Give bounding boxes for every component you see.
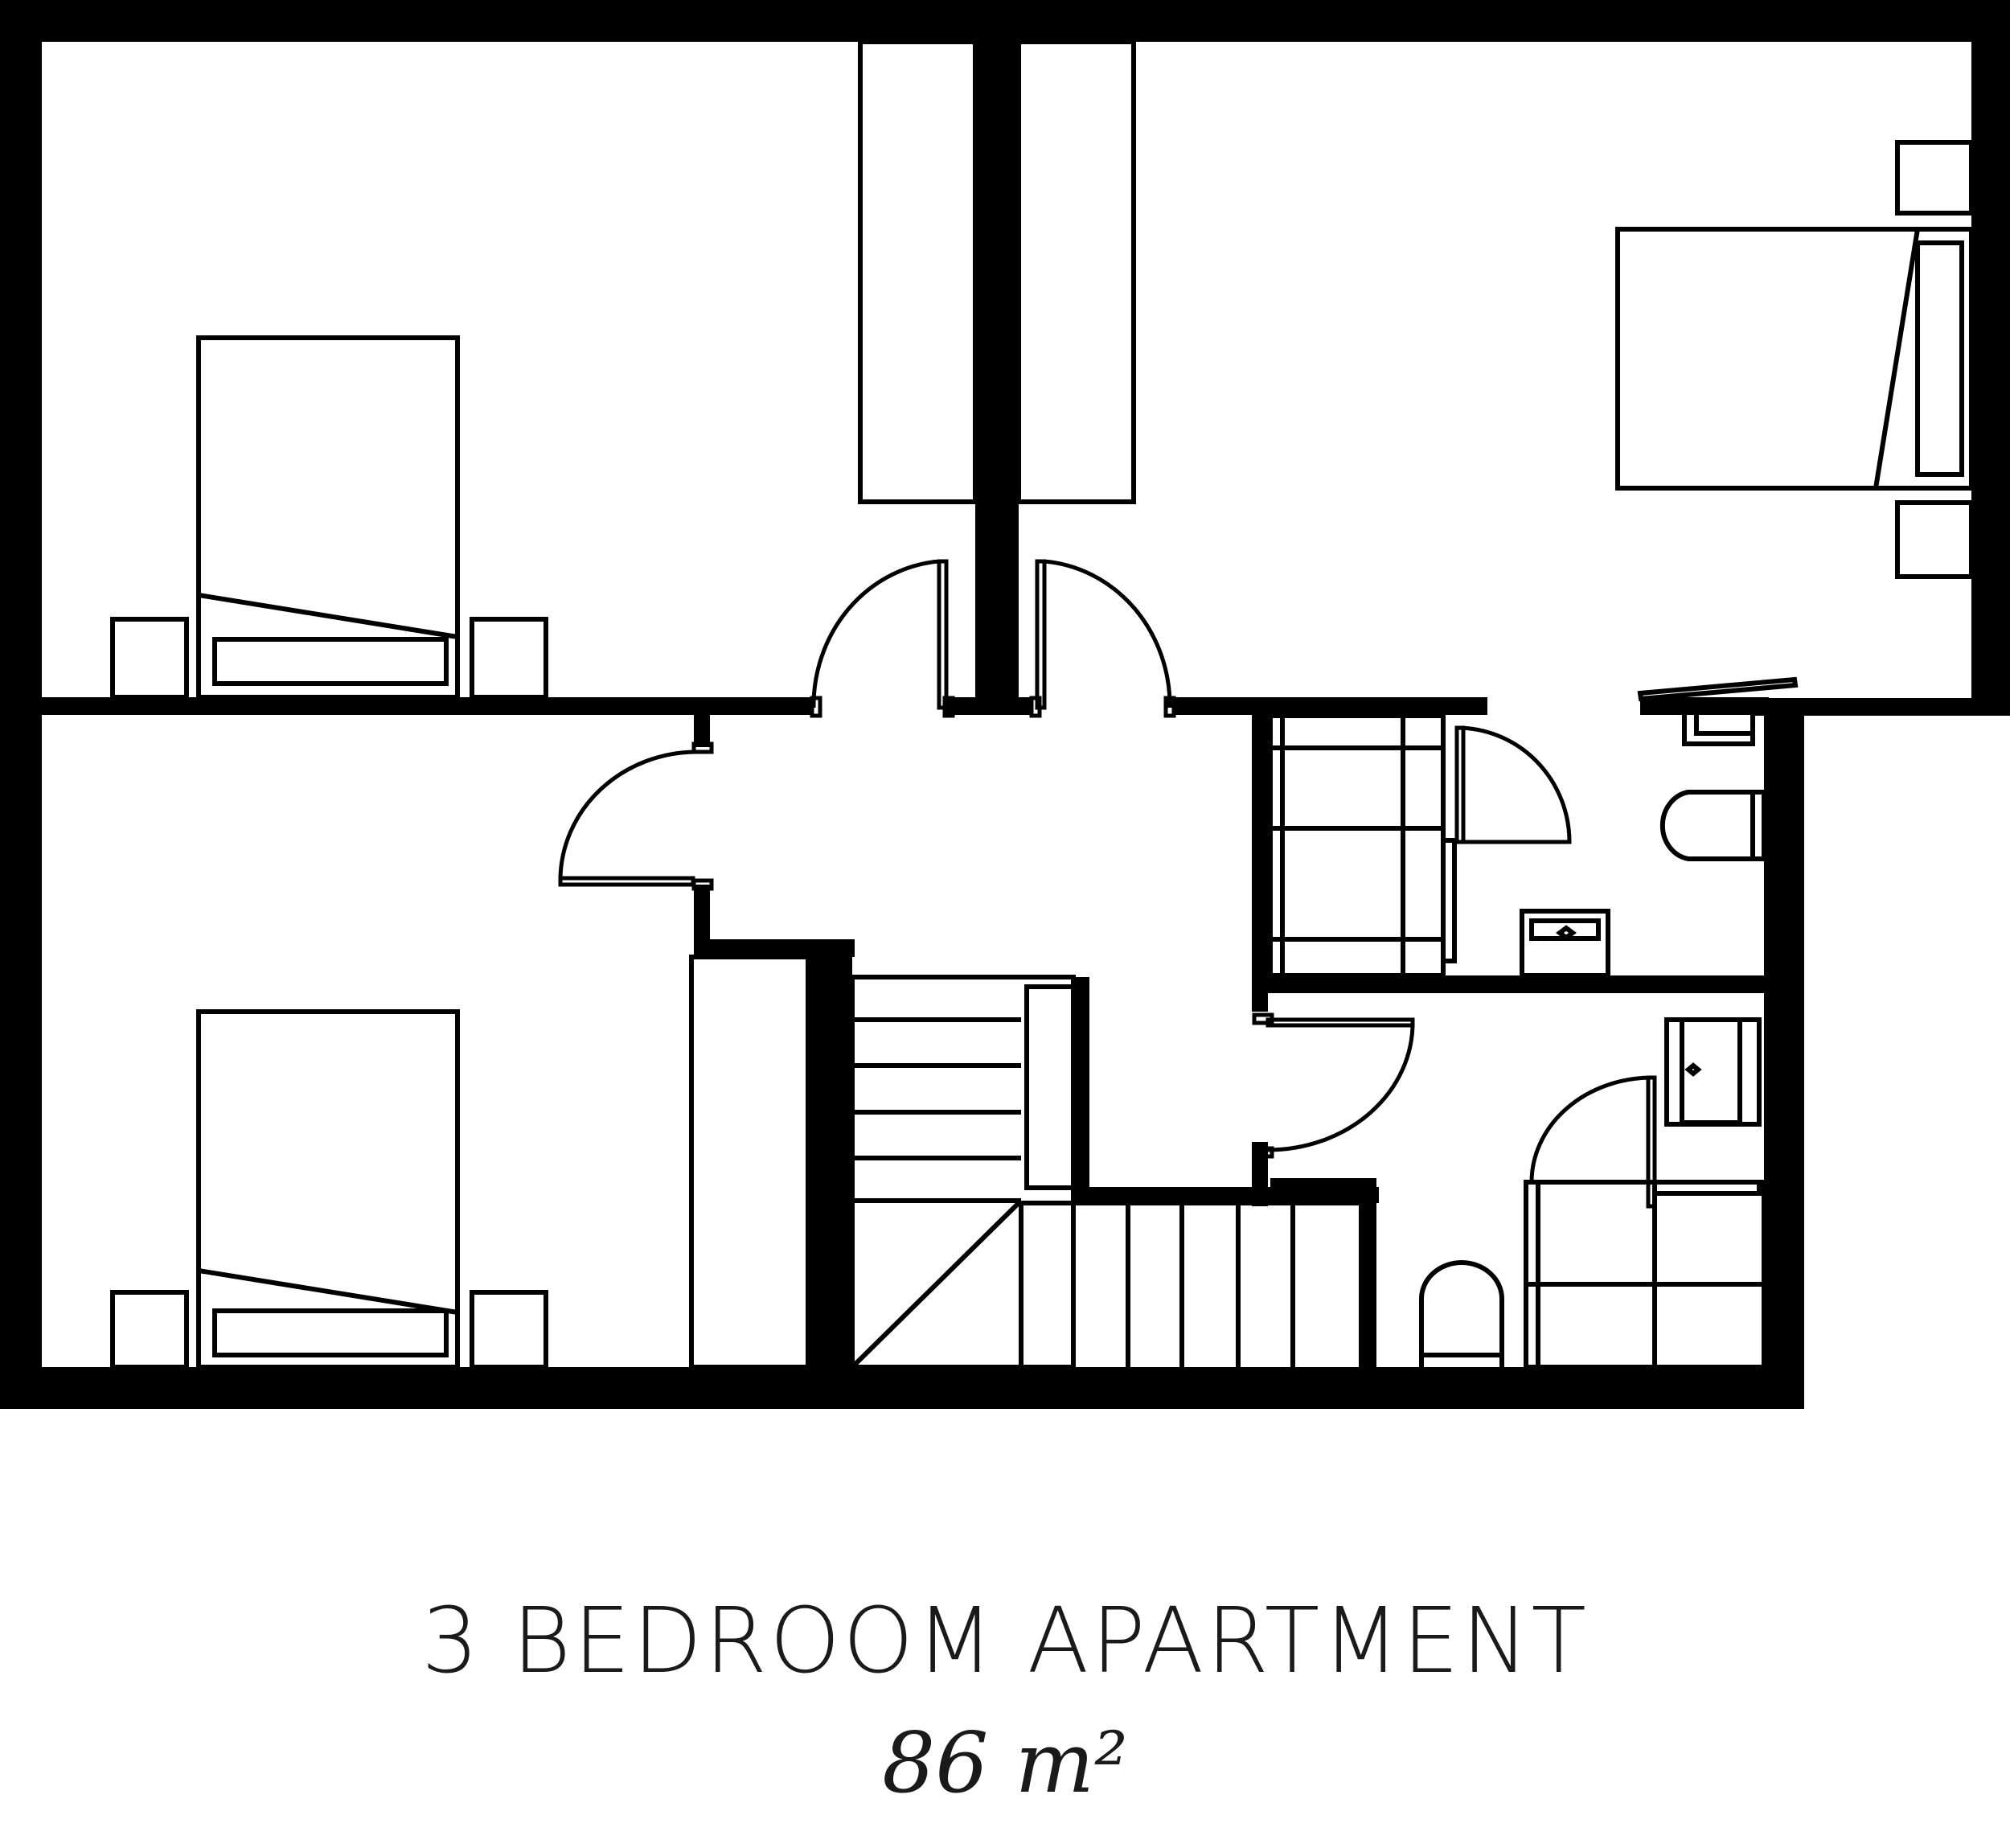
door-jamb <box>691 878 714 891</box>
wall-wc-vertical <box>1359 1178 1376 1383</box>
plan-title: 3 BEDROOM APARTMENT <box>421 1589 1589 1694</box>
outer-wall-bottom <box>0 1367 1804 1409</box>
wall-stair-left <box>808 939 852 1383</box>
staircase <box>850 975 1359 1370</box>
toilet <box>1659 790 1755 861</box>
door-jamb <box>810 696 822 718</box>
wall-corridor-top-right <box>1174 697 1487 715</box>
stair-well <box>850 975 1076 1370</box>
bedroom-top-left <box>110 39 978 700</box>
outer-wall-step <box>1753 698 2010 716</box>
wall-bath-horizontal <box>1268 975 1764 993</box>
bedroom-bottom-left <box>110 955 810 1370</box>
bedroom-top-right <box>1016 39 1974 702</box>
door-jamb <box>691 741 714 754</box>
wall-bedrooms-divider-left <box>42 697 814 715</box>
pillow <box>212 637 449 686</box>
plan-area: 86 m² <box>882 1714 1128 1812</box>
duvet-fold <box>1873 228 1920 489</box>
nightstand-top <box>1895 140 1974 216</box>
door-bathroom <box>1454 725 1572 844</box>
nightstand-right <box>470 1290 548 1370</box>
bed <box>196 1009 460 1370</box>
door-bedroom-top-right <box>1035 559 1172 710</box>
wardrobe <box>689 955 810 1370</box>
shower-glass <box>1441 838 1457 963</box>
outer-wall-top <box>0 0 2010 42</box>
nightstand-right <box>470 617 548 700</box>
wall-bath-vertical <box>1252 714 1268 1012</box>
door-jamb <box>1252 1146 1274 1159</box>
door-leaf <box>1637 676 1799 702</box>
floor-plan <box>0 0 2010 1409</box>
nightstand-left <box>110 617 189 700</box>
door-jamb <box>1163 696 1176 718</box>
nightstand-bottom <box>1895 500 1974 579</box>
wall-left-small-b <box>694 885 710 955</box>
basin-drain <box>1684 1062 1702 1077</box>
towel-rail <box>1682 715 1755 746</box>
stair-newel <box>1024 984 1076 1190</box>
walls <box>0 0 2010 1409</box>
outer-wall-left <box>0 0 42 1409</box>
stair-winder <box>850 1198 1023 1370</box>
wardrobe <box>1016 39 1136 504</box>
wall-top-right-stub <box>1640 697 1769 715</box>
sink <box>1520 909 1610 978</box>
towel-bar <box>1652 1180 1762 1196</box>
basin <box>1680 1017 1742 1125</box>
door-wc <box>1529 1075 1657 1209</box>
pillow <box>212 1308 449 1357</box>
wall-wc-top <box>1270 1178 1376 1194</box>
door-bedroom-bottom-left <box>558 749 696 887</box>
wc-room <box>1419 1017 1766 1370</box>
wall-center-vertical <box>975 42 1019 715</box>
toilet-cistern <box>1750 790 1766 861</box>
door-bedroom-top-left <box>811 559 949 710</box>
wall-left-small-a <box>694 715 710 747</box>
duvet-fold <box>198 593 458 639</box>
pillow <box>1915 240 1964 477</box>
door-jamb <box>1029 696 1042 718</box>
wall-stair-right <box>1073 977 1089 1204</box>
toilet-wc <box>1419 1260 1504 1367</box>
door-jamb <box>942 696 955 718</box>
door-corridor <box>1265 1017 1415 1152</box>
wardrobe <box>858 39 978 504</box>
sink-tap <box>1556 925 1577 941</box>
bed <box>196 335 460 700</box>
bed <box>1615 227 1974 491</box>
outer-wall-right-upper <box>1971 0 2010 716</box>
shower-wc <box>1524 1180 1766 1370</box>
duvet-fold <box>198 1268 458 1315</box>
door-jamb <box>1252 1012 1274 1025</box>
doors <box>558 559 1657 1209</box>
outer-wall-right-lower <box>1764 698 1804 1409</box>
nightstand-left <box>110 1290 189 1370</box>
shower <box>1268 713 1446 978</box>
bathroom <box>1268 713 1766 978</box>
